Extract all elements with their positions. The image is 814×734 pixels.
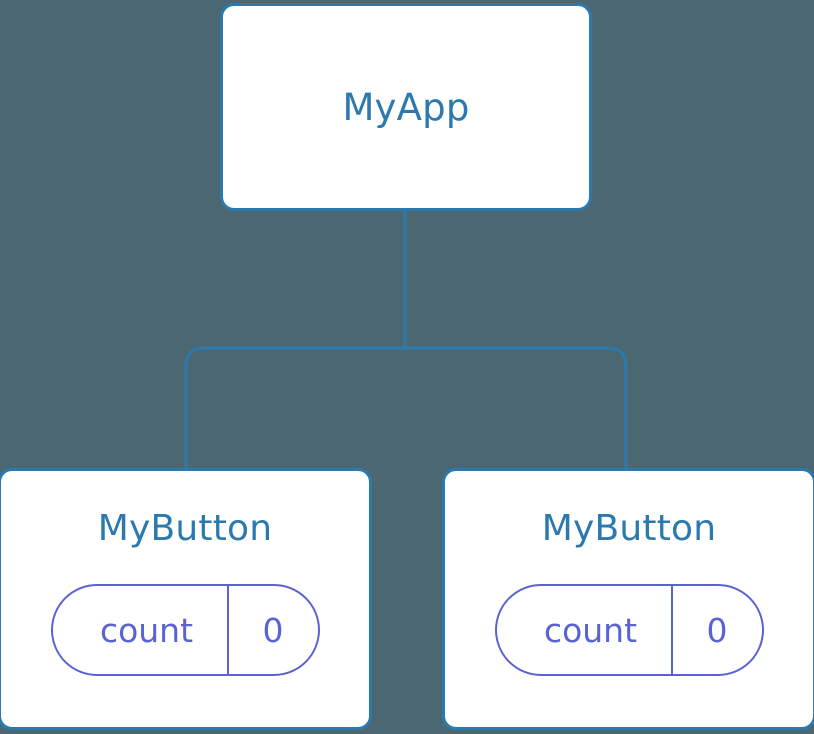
state-pill-value-2: 0 bbox=[670, 586, 762, 674]
node-mybutton-2-title: MyButton bbox=[541, 508, 717, 549]
state-pill-value-1: 0 bbox=[226, 586, 318, 674]
state-pill-count-1[interactable]: count 0 bbox=[50, 584, 320, 676]
node-myapp-title: MyApp bbox=[342, 85, 470, 129]
state-pill-key-1: count bbox=[99, 610, 194, 650]
node-mybutton-2[interactable]: MyButton count 0 bbox=[442, 468, 814, 730]
state-pill-count-2[interactable]: count 0 bbox=[494, 584, 764, 676]
node-mybutton-1[interactable]: MyButton count 0 bbox=[0, 468, 372, 730]
node-mybutton-1-title: MyButton bbox=[97, 508, 273, 549]
node-myapp[interactable]: MyApp bbox=[220, 3, 592, 211]
state-pill-key-2: count bbox=[543, 610, 638, 650]
connector-children-bracket bbox=[184, 346, 628, 468]
